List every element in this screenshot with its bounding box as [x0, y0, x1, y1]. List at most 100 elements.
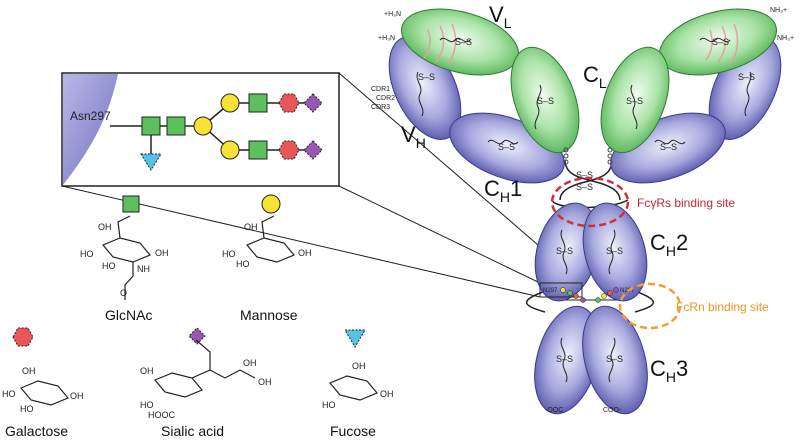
ss-ch1-right: S–S	[660, 142, 677, 152]
disulfide-labels: S–S S–S S–S S–S S–S S–S S–S S–S S–S S–S …	[418, 37, 755, 364]
galactose-lower	[278, 140, 300, 160]
svg-text:O: O	[120, 288, 127, 298]
mannose-ring	[246, 237, 295, 263]
svg-text:OH: OH	[258, 377, 272, 387]
legend-mannose-symbol	[261, 194, 281, 214]
svg-text:OH: OH	[140, 366, 154, 376]
svg-text:HO: HO	[102, 261, 116, 271]
intra-domain-bonds	[416, 37, 752, 383]
termini-labels: +H₃N +H₃N NH₃+ NH₃+ -OOC COO- CDR1 CDR2 …	[371, 7, 794, 414]
ss-ch1-left: S–S	[498, 142, 515, 152]
legend-structures	[20, 215, 378, 406]
ch2-label: CH2	[650, 230, 688, 259]
asn297-label: Asn297	[70, 109, 111, 123]
ch3-label: CH3	[650, 356, 688, 385]
ss-ch2-left: S–S	[556, 246, 573, 256]
ss-vl-left: S–S	[455, 37, 472, 47]
cdr-loops	[423, 23, 739, 65]
svg-text:OH: OH	[352, 361, 366, 371]
n297-left: N297	[543, 288, 558, 294]
svg-text:OH: OH	[155, 248, 169, 258]
glcnac-upper	[248, 93, 268, 113]
ch2-right	[582, 202, 648, 302]
fcrn-binding-circle	[618, 282, 682, 330]
ch3-right	[582, 305, 648, 415]
mannose-lower	[220, 140, 240, 160]
cl-left	[510, 46, 580, 154]
legend-glcnac-label: GlcNAc	[105, 307, 152, 323]
fcgr-binding-label: FcγRs binding site	[637, 196, 735, 210]
cl-label: CL	[583, 62, 607, 91]
legend-fucose-symbol	[344, 329, 366, 348]
legend-structure-atoms: OH HO HO OH NH O OH HO HO OH OH HO HO OH…	[2, 222, 394, 420]
ch1-label: CH1	[484, 176, 522, 205]
mannose-core	[193, 116, 213, 136]
cdr1-label: CDR1	[371, 86, 390, 93]
legend-mannose-label: Mannose	[240, 307, 298, 323]
ss-vh-left: S–S	[418, 72, 435, 82]
cl-right	[600, 46, 670, 154]
svg-text:HO: HO	[140, 400, 154, 410]
glcnac-lower	[248, 140, 268, 160]
ss-hinge-2: S–S	[576, 182, 593, 192]
legend-glcnac-symbol	[122, 195, 140, 213]
legend-sialic-label: Sialic acid	[161, 423, 224, 439]
ss-hinge-1: S–S	[576, 170, 593, 180]
legend: OH HO HO OH NH O OH HO HO OH OH HO HO OH…	[2, 194, 394, 439]
ss-vh-right: S–S	[738, 72, 755, 82]
ss-ch2-right: S–S	[606, 246, 623, 256]
nh3-left-mid: +H₃N	[378, 35, 395, 42]
vl-label: VL	[489, 2, 512, 31]
light-chain-left	[401, 8, 580, 154]
ss-cl-left: S–S	[537, 96, 554, 106]
svg-text:HO: HO	[80, 249, 94, 259]
coo-left: -OOC	[545, 407, 563, 414]
legend-sialic-symbol	[188, 327, 206, 345]
fcrn-binding-label: FcRn binding site	[676, 300, 769, 314]
svg-text:HO: HO	[236, 259, 250, 269]
ss-cl-right: S–S	[626, 96, 643, 106]
svg-text:HO: HO	[2, 389, 16, 399]
legend-names: GlcNAc Mannose Galactose Sialic acid Fuc…	[5, 307, 376, 439]
svg-text:HO: HO	[222, 249, 236, 259]
legend-galactose-symbol	[12, 327, 34, 347]
svg-text:OH: OH	[380, 389, 394, 399]
nh3-left-top: +H₃N	[384, 11, 401, 18]
svg-text:HO: HO	[322, 400, 336, 410]
svg-text:OH: OH	[298, 248, 312, 258]
fucose-core	[140, 153, 162, 171]
svg-text:OH: OH	[244, 222, 258, 232]
svg-text:HO: HO	[20, 404, 34, 414]
ss-vl-right: S–S	[712, 37, 729, 47]
vh-label: VH	[401, 122, 426, 151]
fucose-ring	[329, 375, 378, 401]
svg-text:OH: OH	[22, 366, 36, 376]
asn297-domain	[63, 74, 118, 185]
nh3-right-top: NH₃+	[770, 7, 787, 14]
domain-labels: VL CL VH CH1 CH2 CH3	[401, 2, 688, 385]
fc-glycan-box	[539, 282, 583, 298]
ss-ch3-left: S–S	[556, 354, 573, 364]
legend-galactose-label: Galactose	[5, 423, 68, 439]
sialic-acid-upper	[303, 93, 323, 113]
light-chain-right	[600, 8, 777, 154]
svg-text:HOOC: HOOC	[148, 410, 176, 420]
ss-ch3-right: S–S	[606, 354, 623, 364]
glycan-inset: Asn297	[61, 72, 340, 187]
sialic-acid-lower	[303, 140, 323, 160]
nh3-right-mid: NH₃+	[777, 35, 794, 42]
fc-glycans	[560, 287, 619, 303]
svg-text:NH: NH	[137, 264, 150, 274]
hinge-loops	[563, 147, 613, 165]
glcnac-ring	[102, 237, 151, 263]
cdr3-label: CDR3	[371, 104, 390, 111]
sialic-ring	[154, 372, 203, 398]
svg-text:OH: OH	[70, 391, 84, 401]
glcnac-2	[166, 116, 186, 136]
svg-text:OH: OH	[98, 222, 112, 232]
svg-text:OH: OH	[243, 358, 257, 368]
fcgr-binding-circle	[550, 176, 630, 228]
mannose-upper	[220, 93, 240, 113]
glcnac-1	[141, 116, 161, 136]
